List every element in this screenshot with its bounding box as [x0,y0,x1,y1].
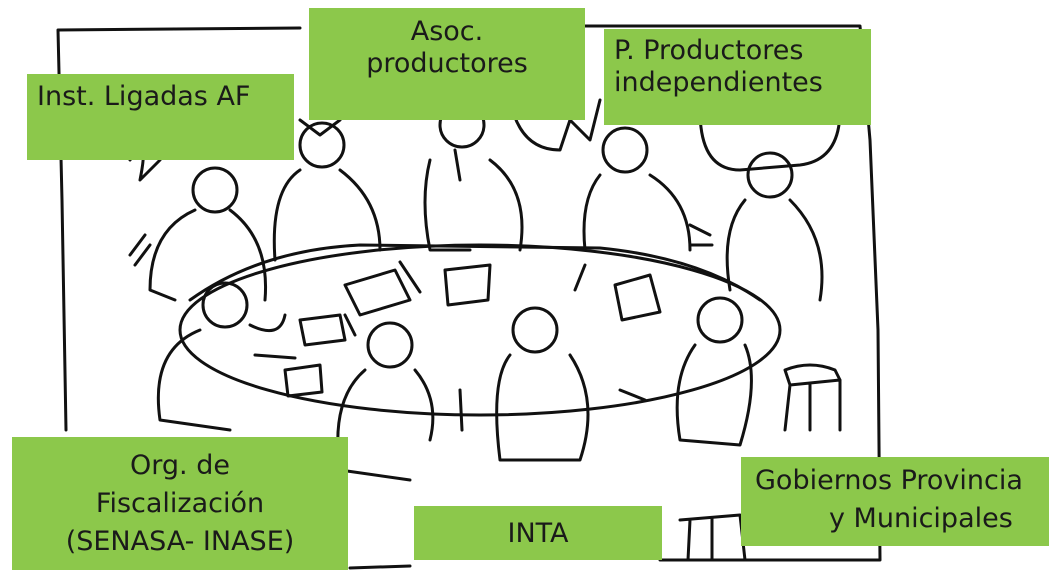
paper [443,263,492,307]
label-gobiernos-line1: Gobiernos Provincia [755,465,1023,496]
paper [343,268,412,317]
stool [783,363,842,432]
person [128,166,268,302]
label-inta: INTA [414,506,662,560]
stool [678,513,747,562]
paper [298,313,347,347]
picture-frame [56,24,882,570]
label-asoc-productores: Asoc. productores [309,8,585,120]
paper [613,273,662,322]
label-org-fiscalizacion: Org. de Fiscalización (SENASA- INASE) [12,437,348,570]
person [688,151,824,302]
person [423,101,524,252]
speech-bubble [698,108,842,172]
person [156,281,287,432]
label-p-productores-independientes: P. Productores independientes [604,29,871,125]
pen [253,260,587,432]
person [618,296,753,447]
person [582,126,692,252]
person [272,121,382,262]
person [336,313,435,482]
label-inst-ligadas-af: Inst. Ligadas AF [27,74,294,160]
label-gobiernos: Gobiernos Provincia y Municipales [741,457,1049,546]
person [495,306,590,462]
paper [283,363,324,398]
label-gobiernos-line2: y Municipales [829,503,1013,534]
